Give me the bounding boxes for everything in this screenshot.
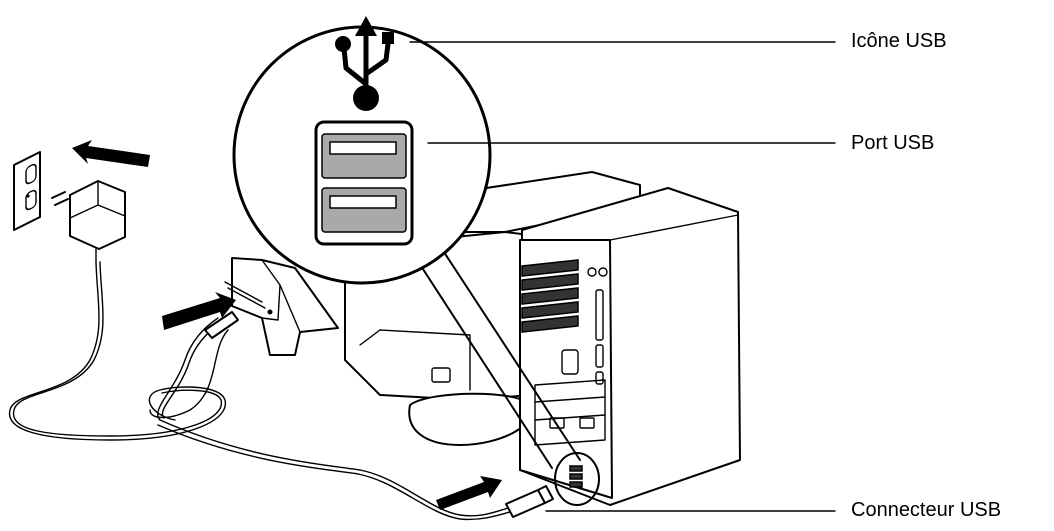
callout-usb-port: Port USB [851, 132, 935, 154]
cables [8, 261, 511, 521]
callout-usb-connector: Connecteur USB [851, 499, 1002, 521]
usb-port-pair [314, 120, 414, 246]
tower-vents [521, 259, 579, 333]
callout-lines [409, 41, 836, 512]
arrow-icon [72, 140, 502, 510]
zoom-leader-lines [407, 245, 581, 469]
charging-cradle [224, 257, 339, 356]
magnified-view [232, 16, 492, 285]
wall-outlet [13, 151, 41, 231]
computer-tower [519, 187, 741, 506]
power-adapter [51, 180, 126, 263]
callout-usb-icon: Icône USB [851, 30, 947, 52]
usb-trident-icon [335, 16, 394, 111]
usb-connector [505, 485, 554, 518]
